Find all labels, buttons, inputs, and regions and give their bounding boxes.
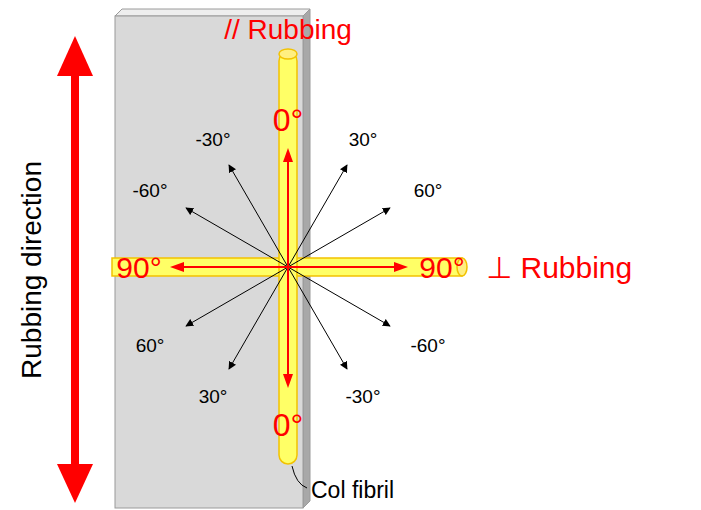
part-label: Col fibril bbox=[311, 479, 394, 502]
rubbing-arrow-shaft bbox=[71, 72, 79, 468]
angle-label: 90° bbox=[419, 253, 464, 283]
axis-label: Rubbing direction bbox=[18, 161, 46, 379]
plate-top bbox=[115, 9, 310, 16]
fibril-arrow-head bbox=[283, 374, 293, 388]
angle-label: 0° bbox=[273, 104, 304, 136]
leader-line bbox=[292, 466, 307, 488]
angle-label: -60° bbox=[132, 181, 167, 200]
rubbing-arrow-head bbox=[57, 464, 93, 503]
fibril-arrow-head bbox=[283, 148, 293, 162]
fibril-arrow-head bbox=[394, 262, 408, 272]
angle-label: 30° bbox=[349, 130, 378, 149]
fibril-arrow-head bbox=[170, 262, 184, 272]
rubbing-arrow-head bbox=[57, 36, 93, 76]
angle-label: -30° bbox=[195, 130, 230, 149]
angle-label: 90° bbox=[116, 253, 161, 283]
angle-label: -60° bbox=[410, 336, 445, 355]
fibril-end bbox=[279, 49, 297, 59]
direction-label: ⊥ Rubbing bbox=[486, 253, 632, 283]
angle-label: 30° bbox=[199, 387, 228, 406]
angle-label: 60° bbox=[414, 181, 443, 200]
angle-label: 0° bbox=[273, 409, 304, 441]
angle-label: -30° bbox=[345, 387, 380, 406]
fibril-arrow bbox=[182, 266, 396, 268]
angle-label: 60° bbox=[136, 336, 165, 355]
direction-label: // Rubbing bbox=[224, 16, 352, 44]
